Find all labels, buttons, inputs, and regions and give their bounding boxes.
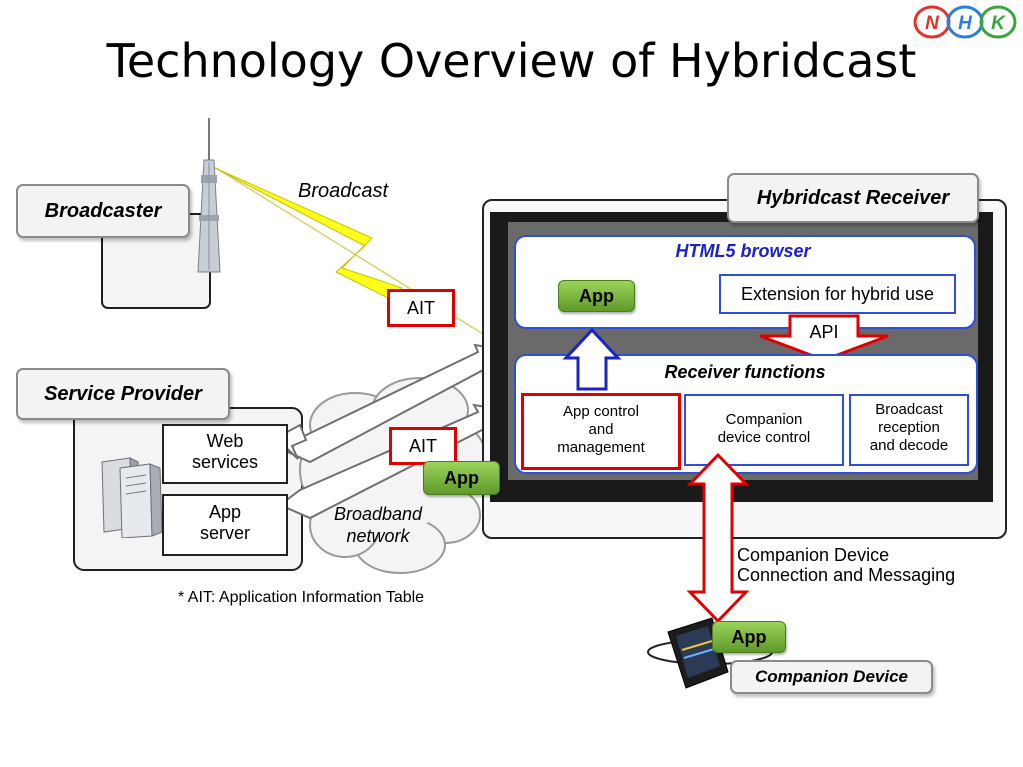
app-server-label: App server (199, 502, 250, 543)
function-app-control: App control and management (521, 393, 681, 470)
nhk-logo-graphic: N H K (913, 5, 1017, 39)
companion-connection-label: Companion Device Connection and Messagin… (737, 545, 956, 585)
nhk-logo: N H K (912, 3, 1020, 41)
function-companion-control-label: Companion device control (717, 411, 811, 446)
broadband-app-badge[interactable]: App (423, 461, 500, 495)
function-broadcast-decode-label: Broadcast reception and decode (869, 401, 949, 454)
logo-letter-h: H (958, 13, 973, 34)
logo-letter-k: K (991, 13, 1006, 34)
function-companion-control: Companion device control (684, 394, 844, 466)
browser-app-badge[interactable]: App (558, 280, 635, 312)
logo-letter-n: N (925, 13, 940, 34)
page-title: Technology Overview of Hybridcast (106, 34, 917, 88)
ait-broadband-box: AIT (389, 427, 457, 465)
service-provider-label: Service Provider (16, 368, 230, 420)
server-icon (94, 456, 164, 538)
web-services-label: Web services (191, 431, 258, 472)
ait-footnote: * AIT: Application Information Table (178, 589, 425, 606)
companion-app-badge[interactable]: App (712, 621, 786, 653)
web-services-box: Web services (162, 424, 288, 484)
html5-browser-title: HTML5 browser (675, 241, 811, 261)
function-broadcast-decode: Broadcast reception and decode (849, 394, 969, 466)
broadcast-signal-line (215, 167, 513, 353)
ait-broadcast-box: AIT (387, 289, 455, 327)
broadcast-label: Broadcast (298, 180, 389, 202)
web-services-arrowhead (274, 423, 308, 460)
extension-box: Extension for hybrid use (719, 274, 956, 314)
receiver-functions-title: Receiver functions (664, 362, 826, 382)
companion-device-label: Companion Device (730, 660, 933, 694)
broadcaster-label: Broadcaster (16, 184, 190, 238)
broadband-network-label: Broadband network (333, 504, 423, 546)
app-server-box: App server (162, 494, 288, 556)
hybridcast-receiver-label: Hybridcast Receiver (727, 173, 979, 223)
function-app-control-label: App control and management (557, 403, 645, 456)
extension-label: Extension for hybrid use (740, 284, 935, 304)
api-label: API (809, 322, 839, 342)
broadcast-tower-icon (197, 118, 221, 273)
